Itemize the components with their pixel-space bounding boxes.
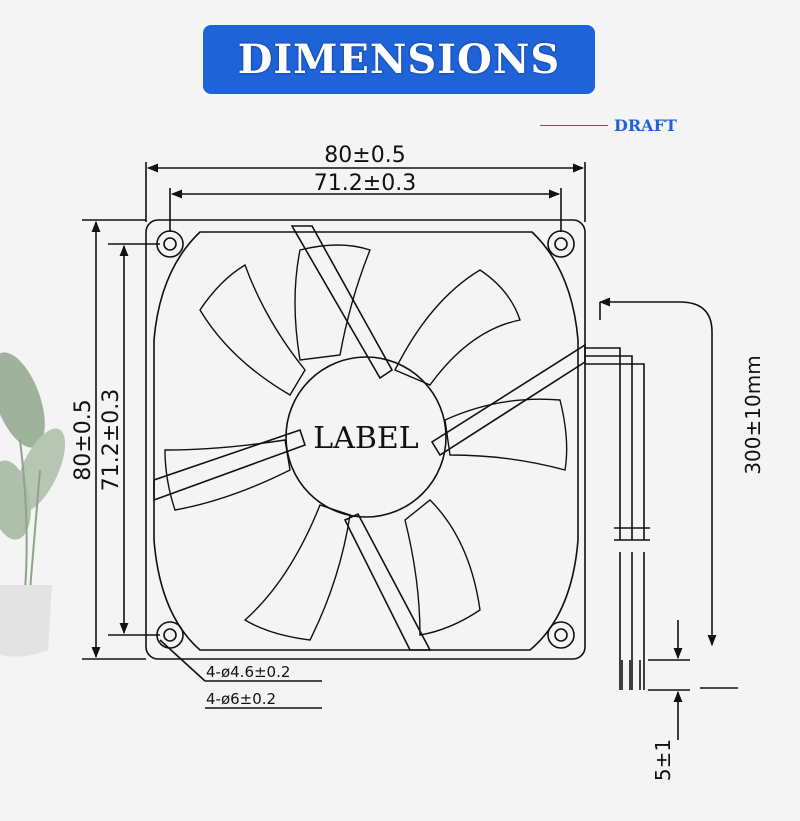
draft-label: DRAFT — [614, 116, 677, 135]
mounting-hole — [554, 237, 568, 251]
dim-line-cable-length — [598, 297, 717, 647]
dim-hole-height-text: 71.2±0.3 — [99, 389, 124, 491]
cable-strip — [621, 660, 641, 690]
hole-small-text: 4-ø4.6±0.2 — [206, 663, 290, 681]
mounting-hole — [554, 628, 568, 642]
dim-outer-height-text: 80±0.5 — [71, 399, 96, 480]
fan-inner-frame — [153, 231, 579, 651]
draft-rule — [540, 125, 608, 126]
dim-strip-length-text: 5±1 — [651, 739, 675, 781]
mounting-hole — [547, 230, 575, 258]
mounting-hole — [163, 237, 177, 251]
mounting-hole — [156, 230, 184, 258]
fan-blades — [164, 244, 568, 641]
fan-frame — [145, 219, 586, 660]
frame-spoke — [343, 512, 432, 651]
dim-cable-length-text: 300±10mm — [741, 355, 765, 474]
banner-title: DIMENSIONS — [237, 36, 561, 83]
fan-cable — [585, 355, 633, 540]
dim-outer-width-text: 80±0.5 — [324, 143, 405, 168]
fan-label-text: LABEL — [313, 421, 419, 456]
fan-hub — [285, 356, 447, 518]
mounting-hole — [547, 621, 575, 649]
title-banner: DIMENSIONS — [203, 25, 595, 94]
mounting-hole — [156, 621, 184, 649]
hole-leader — [159, 639, 206, 682]
mounting-hole — [163, 628, 177, 642]
frame-spoke — [153, 428, 307, 502]
dim-hole-width-text: 71.2±0.3 — [314, 171, 416, 196]
hole-large-text: 4-ø6±0.2 — [206, 690, 276, 708]
frame-spoke — [430, 343, 586, 457]
fan-cable — [585, 363, 645, 540]
fan-cable — [585, 347, 621, 540]
frame-spoke — [290, 225, 394, 380]
